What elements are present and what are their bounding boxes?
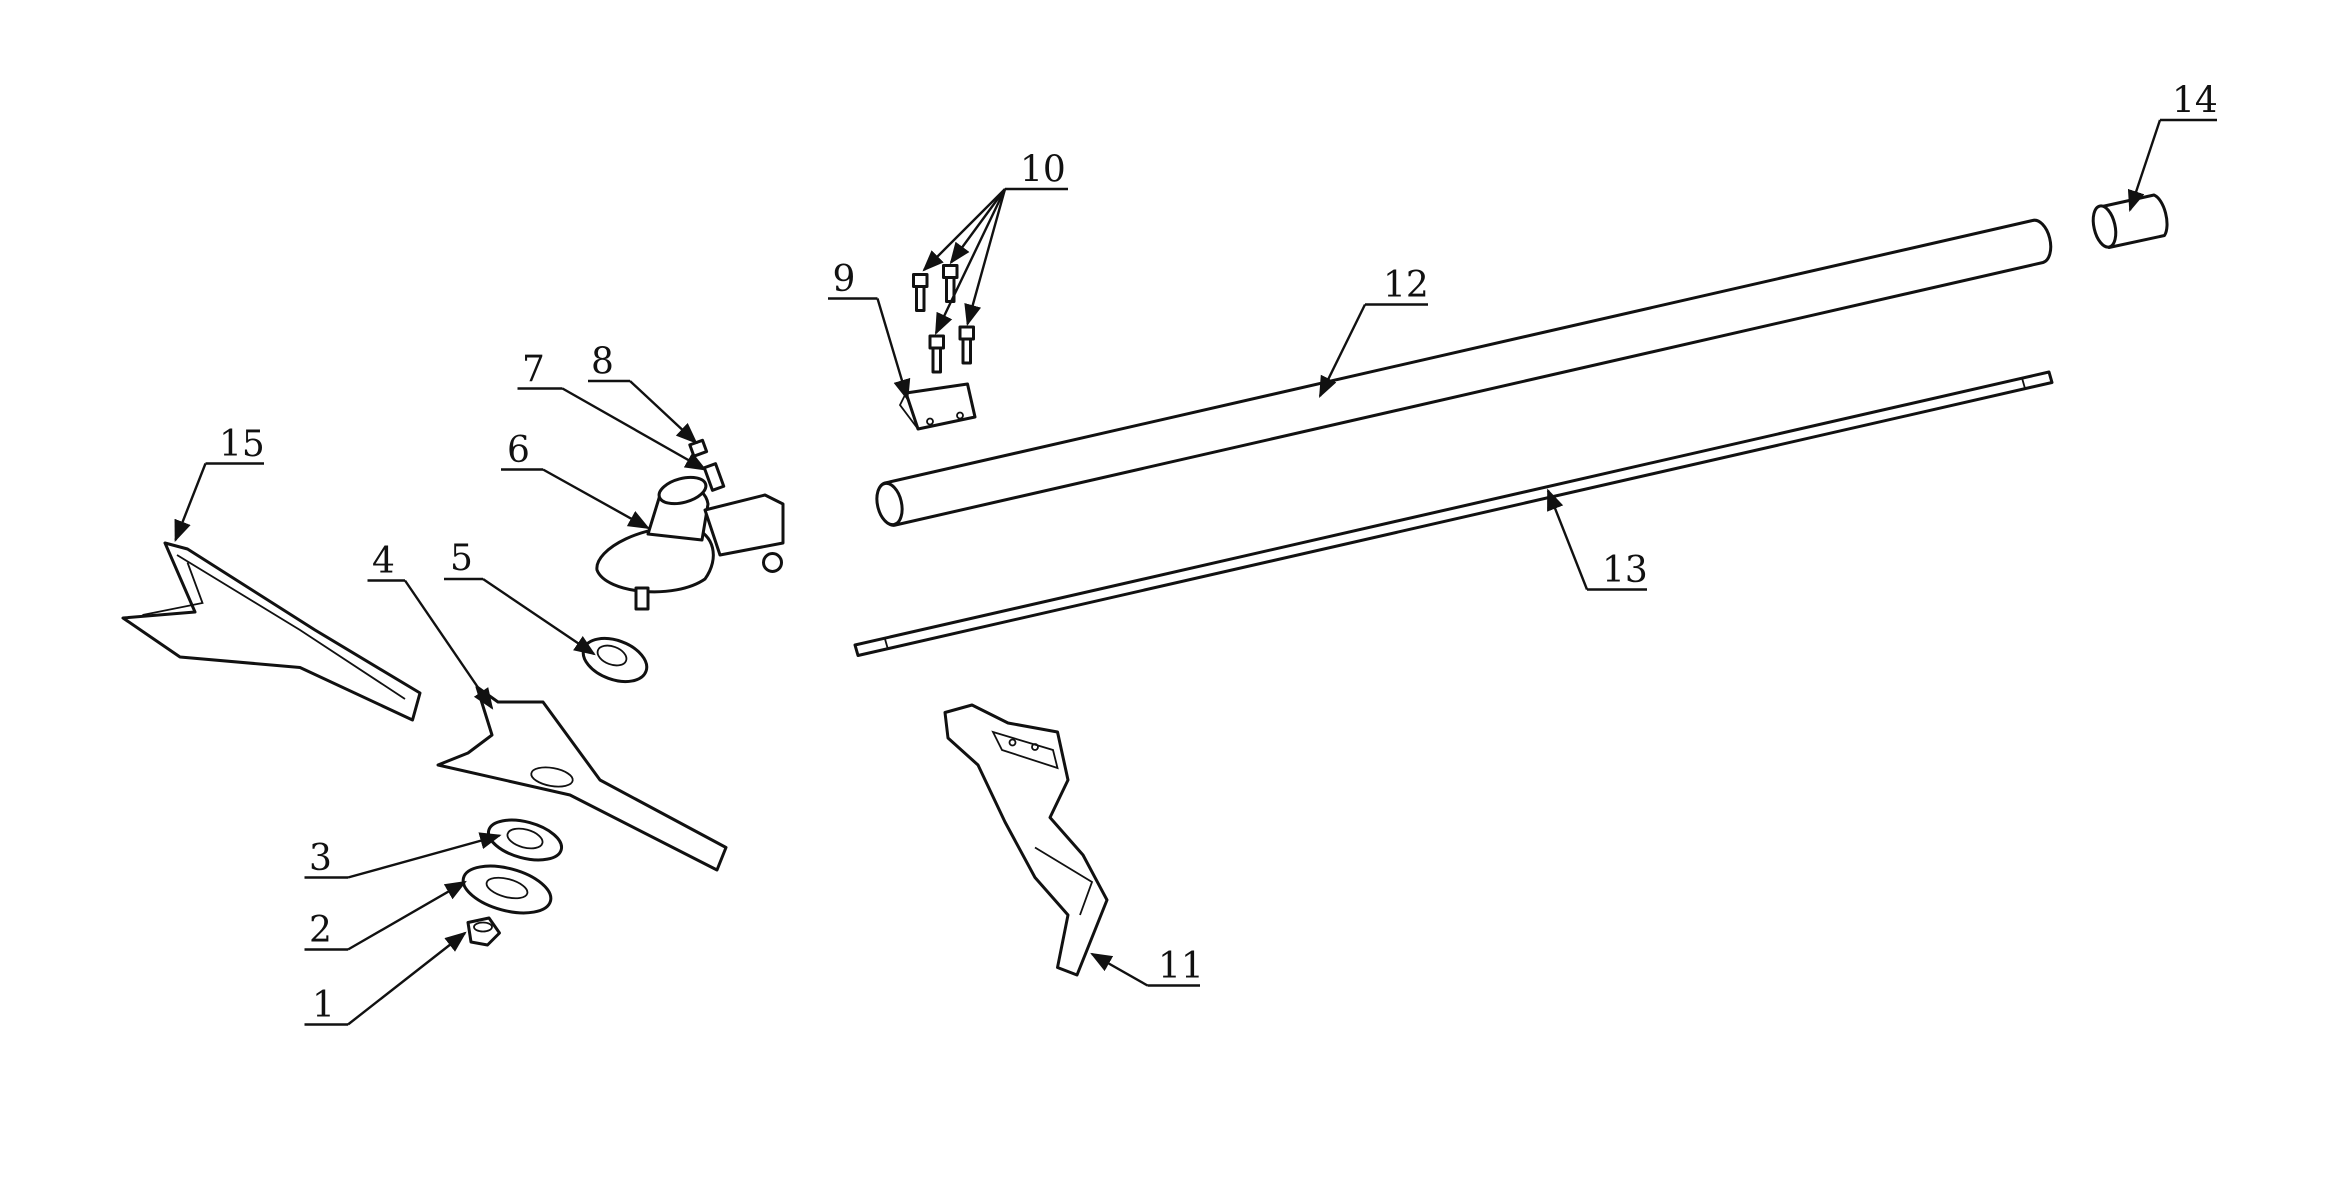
part-14-coupler-sleeve [2091,193,2169,249]
svg-text:5: 5 [450,538,473,579]
callout-2: 2 [304,880,467,951]
svg-text:8: 8 [591,342,614,383]
svg-text:11: 11 [1158,946,1204,987]
callout-1: 1 [304,931,467,1026]
svg-text:3: 3 [309,838,332,879]
callout-13: 13 [1546,488,1648,591]
part-8-nut [688,438,709,458]
part-1-nut [466,916,501,947]
part-11-handle [943,703,1109,977]
part-3-washer [486,818,564,862]
callout-4: 4 [367,541,494,710]
part-9-clamp-bracket [898,382,977,431]
part-6-gear-head [595,475,785,611]
part-7-screw [702,462,726,492]
svg-text:2: 2 [309,910,332,951]
callout-9: 9 [828,259,911,402]
svg-text:9: 9 [833,259,856,300]
callout-5: 5 [444,538,596,656]
callout-12: 12 [1318,265,1429,398]
callout-11: 11 [1090,946,1204,987]
svg-text:15: 15 [219,424,265,465]
part-15-blade-guard [121,541,422,722]
callout-8: 8 [588,342,698,444]
svg-text:4: 4 [372,541,395,582]
svg-text:10: 10 [1020,150,1066,191]
part-2-cup [461,864,553,915]
callout-14: 14 [2127,81,2218,213]
part-12-drive-tube [875,218,2053,527]
part-10-bolts [912,264,975,374]
callout-7: 7 [517,349,707,471]
callout-3: 3 [304,832,502,879]
svg-text:12: 12 [1383,265,1429,306]
svg-text:1: 1 [312,985,335,1026]
callout-15: 15 [174,424,265,543]
svg-text:7: 7 [522,349,545,390]
part-4-blade [436,685,728,872]
part-5-washer [581,636,649,684]
callout-6: 6 [501,430,650,530]
svg-text:13: 13 [1602,550,1648,591]
part-13-drive-shaft [853,370,2054,657]
svg-text:14: 14 [2172,81,2218,122]
svg-text:6: 6 [507,430,530,471]
callout-10: 10 [922,150,1068,335]
